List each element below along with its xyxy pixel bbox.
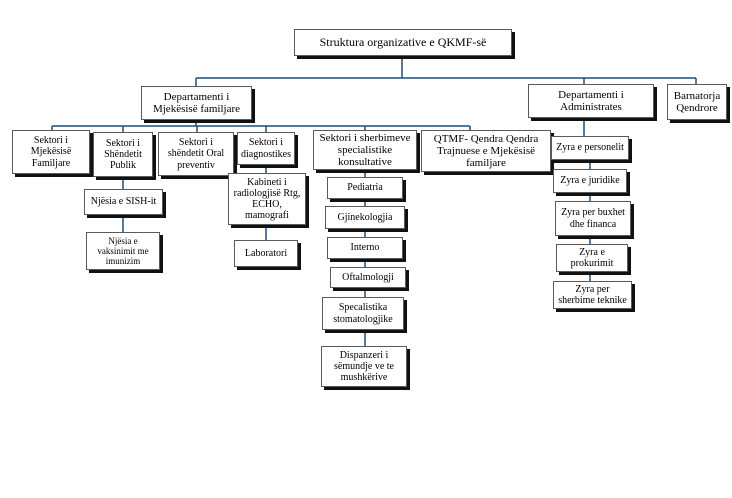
office-procurement-label: Zyra e prokurimit [570, 246, 614, 269]
department-administration-label: Departamenti i Administrates [558, 88, 624, 113]
unit-laboratory: Laboratori [234, 240, 298, 267]
central-pharmacy-label: Barnatorja Qendrore [673, 89, 721, 114]
office-procurement: Zyra e prokurimit [556, 244, 628, 272]
sector-family-medicine: Sektori i Mjekësisë Familjare [12, 130, 90, 174]
office-personnel: Zyra e personelit [551, 136, 629, 160]
department-administration: Departamenti i Administrates [528, 84, 654, 118]
sector-oral-health-label: Sektori i shëndetit Oral preventiv [167, 137, 225, 171]
unit-gynecology-label: Gjinekologjia [337, 211, 393, 223]
unit-lung-dispensary-label: Dispanzeri i sëmundje ve te mushkërive [334, 349, 394, 384]
sector-specialist-services-label: Sektori i sherbimeve specialistike konsu… [319, 131, 411, 169]
unit-ophthalmology: Oftalmologji [330, 267, 406, 288]
unit-internal-medicine-label: Interno [350, 242, 380, 254]
org-root-title: Struktura organizative e QKMF-së [294, 29, 512, 56]
unit-vaccination-label: Njësia e vaksinimit me imunizim [97, 235, 149, 267]
sector-family-medicine-label: Sektori i Mjekësisë Familjare [30, 135, 72, 169]
office-legal: Zyra e juridike [553, 169, 627, 193]
unit-pediatrics-label: Pediatria [347, 182, 383, 194]
sector-specialist-services: Sektori i sherbimeve specialistike konsu… [313, 130, 417, 170]
unit-lung-dispensary: Dispanzeri i sëmundje ve te mushkërive [321, 346, 407, 387]
unit-sish-label: Njësia e SISH-it [90, 196, 157, 208]
unit-vaccination: Njësia e vaksinimit me imunizim [86, 232, 160, 270]
unit-ophthalmology-label: Oftalmologji [342, 271, 394, 283]
office-budget-finance: Zyra per buxhet dhe financa [555, 201, 631, 236]
office-personnel-label: Zyra e personelit [556, 142, 624, 154]
sector-oral-health: Sektori i shëndetit Oral preventiv [158, 132, 234, 176]
department-family-medicine-label: Departamenti i Mjekësisë familjare [152, 90, 241, 115]
unit-laboratory-label: Laboratori [244, 247, 288, 259]
sector-diagnostics: Sektori i diagnostikes [237, 132, 295, 165]
central-pharmacy: Barnatorja Qendrore [667, 84, 727, 120]
unit-dental-specialty: Specalistika stomatologjike [322, 297, 404, 330]
office-legal-label: Zyra e juridike [560, 175, 620, 187]
sector-diagnostics-label: Sektori i diagnostikes [241, 137, 291, 160]
unit-dental-specialty-label: Specalistika stomatologjike [333, 302, 393, 325]
sector-public-health: Sektori i Shëndetit Publik [93, 132, 153, 177]
sector-public-health-label: Sektori i Shëndetit Publik [104, 137, 142, 172]
sector-training-center: QTMF- Qendra Qendra Trajnuese e Mjekësis… [421, 130, 551, 172]
unit-radiology-label: Kabineti i radiologjisë Rtg, ECHO, mamog… [233, 176, 301, 222]
unit-sish: Njësia e SISH-it [84, 189, 163, 215]
unit-internal-medicine: Interno [327, 237, 403, 259]
sector-training-center-label: QTMF- Qendra Qendra Trajnuese e Mjekësis… [433, 132, 539, 170]
unit-pediatrics: Pediatria [327, 177, 403, 199]
department-family-medicine: Departamenti i Mjekësisë familjare [141, 86, 252, 120]
org-root-label: Struktura organizative e QKMF-së [319, 34, 487, 49]
office-technical-services: Zyra per sherbime teknike [553, 281, 632, 309]
office-budget-finance-label: Zyra per buxhet dhe financa [561, 207, 625, 230]
office-technical-services-label: Zyra per sherbime teknike [558, 283, 627, 306]
unit-gynecology: Gjinekologjia [325, 206, 405, 229]
unit-radiology: Kabineti i radiologjisë Rtg, ECHO, mamog… [228, 173, 306, 225]
